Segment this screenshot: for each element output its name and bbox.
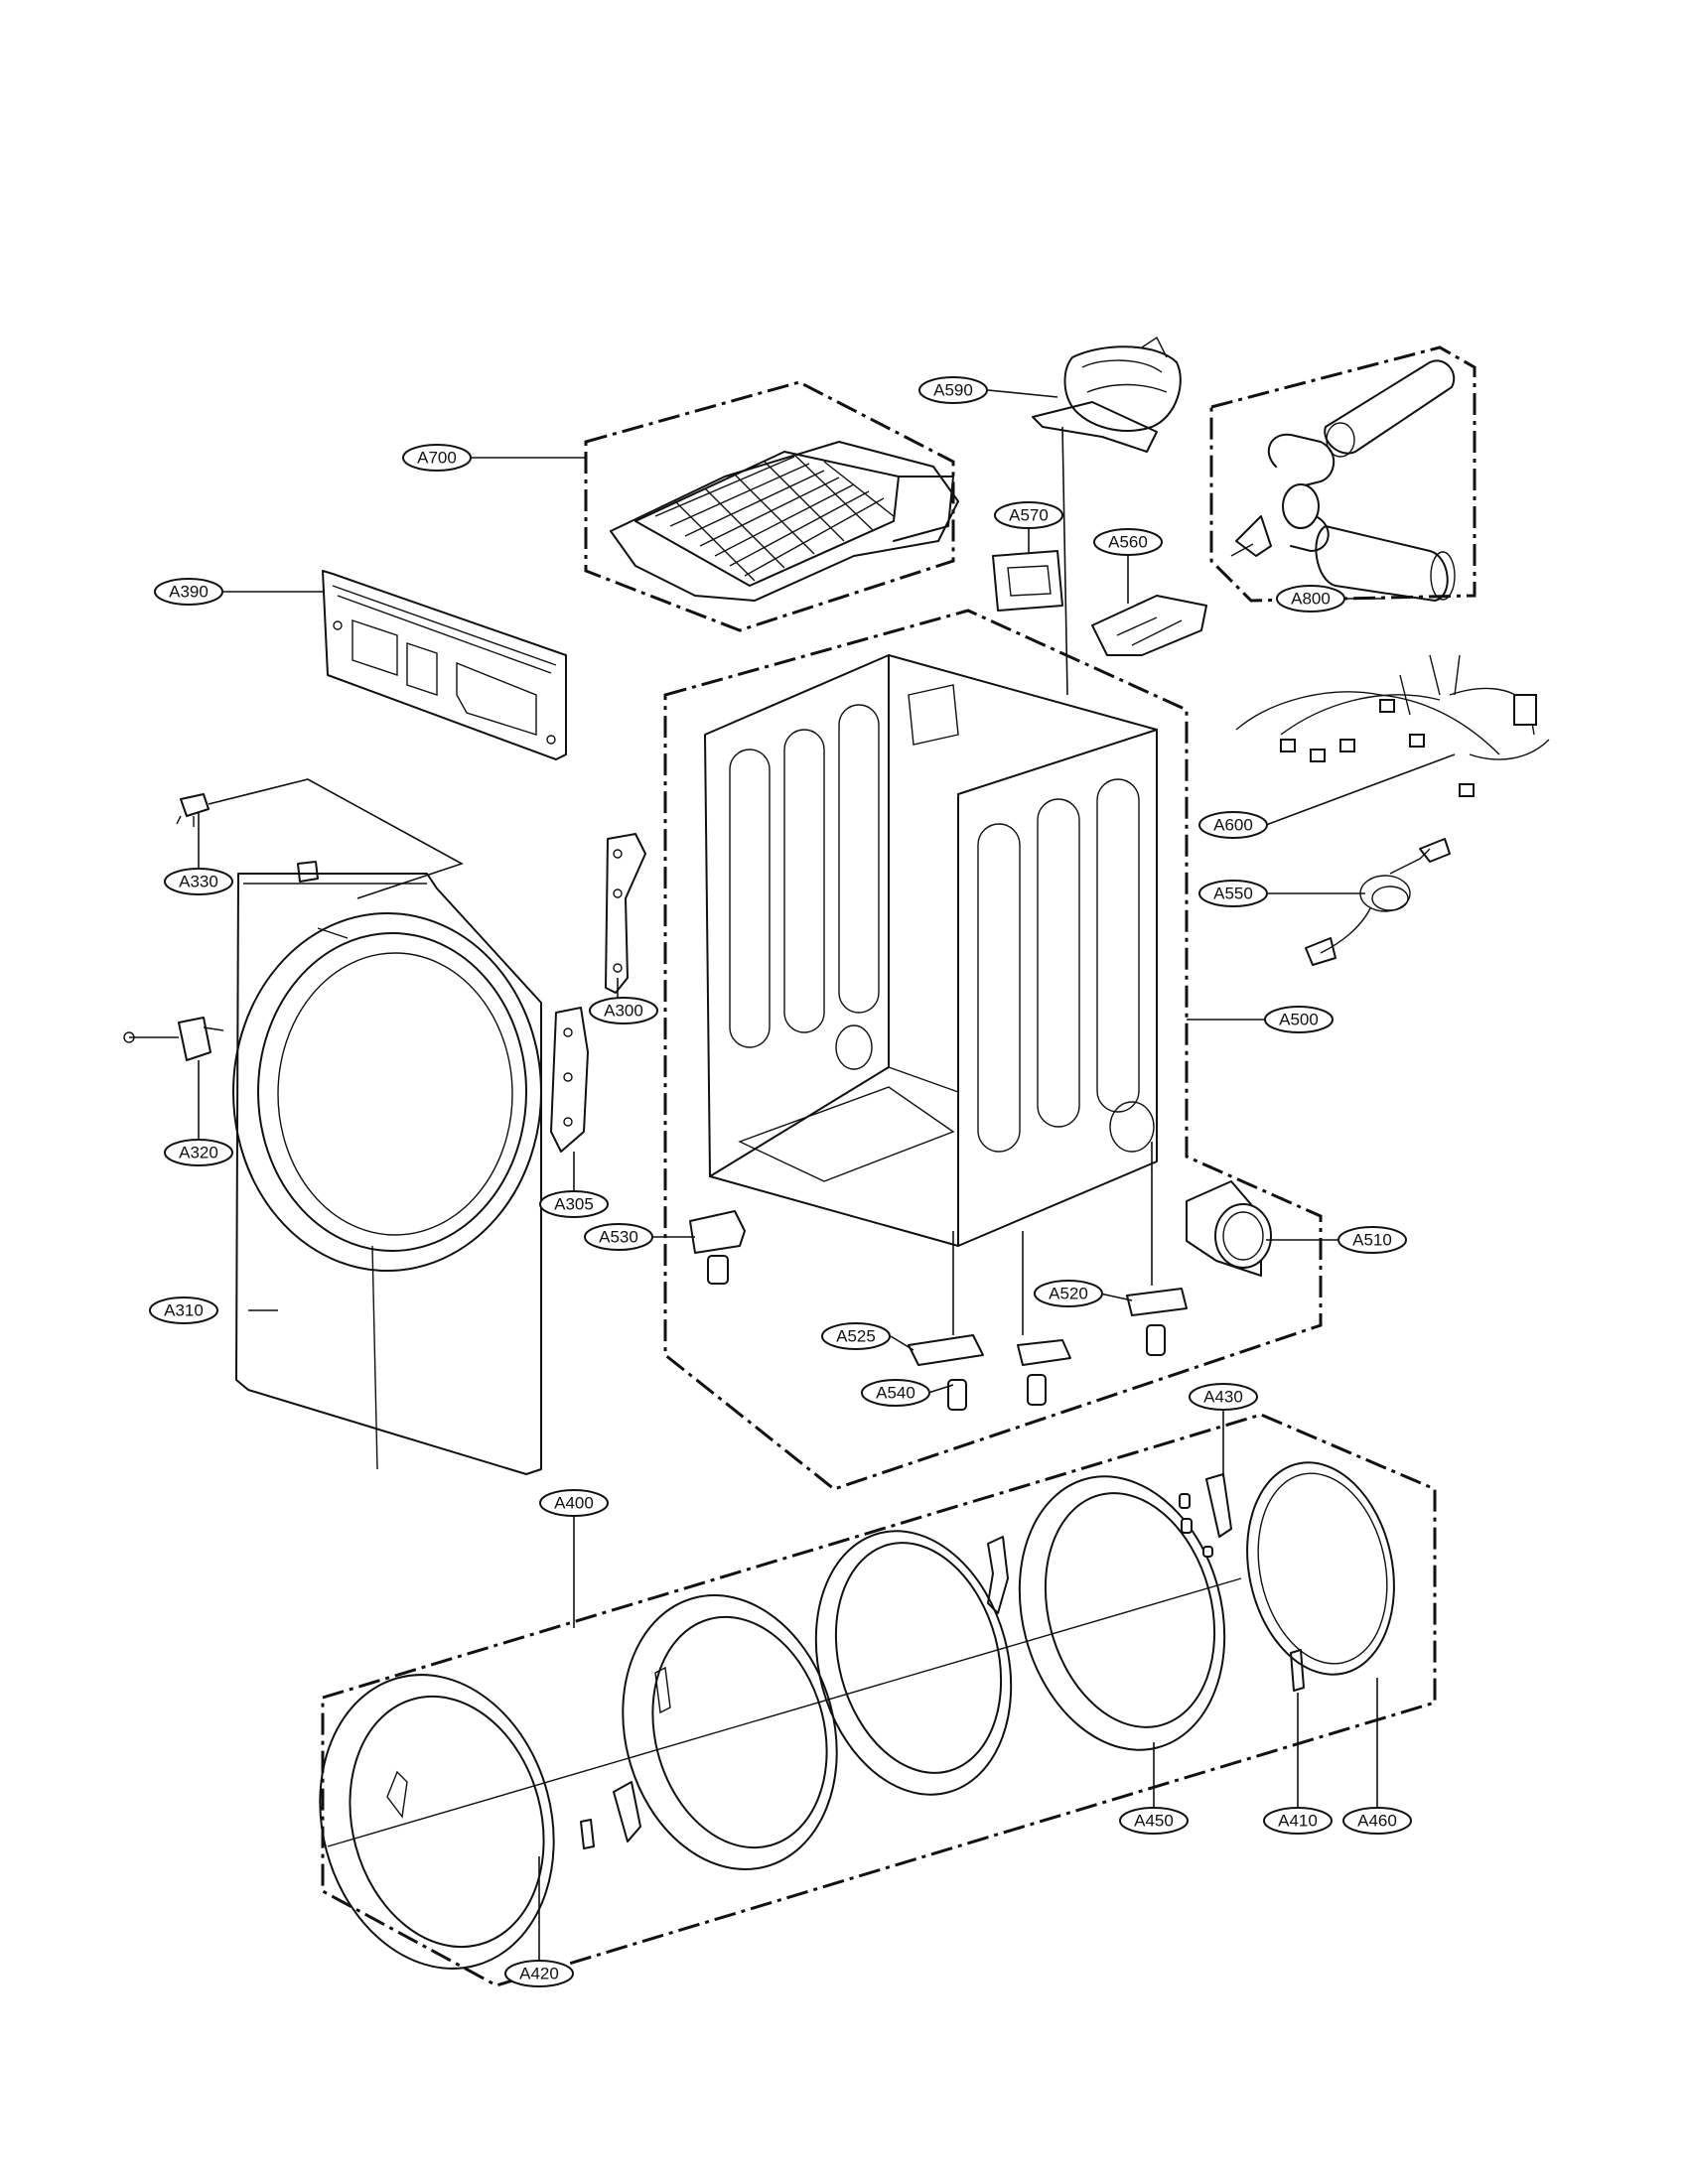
svg-text:A320: A320 <box>179 1144 218 1162</box>
control-panel-bracket <box>322 570 567 760</box>
svg-text:A570: A570 <box>1009 506 1049 525</box>
wiring-harness <box>1235 654 1550 797</box>
callout-a550: A550 <box>1198 880 1268 907</box>
callout-a510: A510 <box>1337 1226 1407 1254</box>
svg-text:A400: A400 <box>554 1494 594 1513</box>
vent-duct <box>1186 1180 1272 1277</box>
callout-a410: A410 <box>1263 1807 1333 1835</box>
svg-text:A305: A305 <box>554 1195 594 1214</box>
callout-a320: A320 <box>164 1139 233 1166</box>
svg-text:A510: A510 <box>1352 1231 1392 1250</box>
exhaust-duct-kit <box>1230 359 1456 602</box>
callout-a800: A800 <box>1276 585 1345 613</box>
svg-text:A410: A410 <box>1278 1812 1318 1831</box>
callout-a525: A525 <box>821 1322 891 1350</box>
power-cord <box>1305 838 1451 966</box>
leveling-feet-a540 <box>947 1339 1071 1411</box>
svg-text:A310: A310 <box>164 1301 204 1320</box>
callout-a390: A390 <box>154 578 223 606</box>
door-assembly <box>319 1461 1395 1970</box>
callout-a450: A450 <box>1119 1807 1189 1835</box>
leg-bracket-a525 <box>908 1334 984 1366</box>
duct-cover <box>1091 595 1207 656</box>
callout-a310: A310 <box>149 1297 218 1324</box>
svg-text:A300: A300 <box>604 1002 643 1021</box>
callout-a400: A400 <box>539 1489 609 1517</box>
callout-a300: A300 <box>589 997 658 1024</box>
group-boundary-a800 <box>1209 345 1477 603</box>
door-latch <box>123 1017 224 1061</box>
group-boundary-a500 <box>663 609 1323 1491</box>
callout-a460: A460 <box>1342 1807 1412 1835</box>
svg-text:A500: A500 <box>1279 1011 1319 1029</box>
leader-lines <box>198 389 1456 1961</box>
door-switch <box>176 793 210 827</box>
callout-a570: A570 <box>994 501 1063 529</box>
callout-a305: A305 <box>539 1190 609 1218</box>
svg-text:A525: A525 <box>836 1327 876 1346</box>
svg-text:A390: A390 <box>169 583 209 602</box>
group-boundary-a700 <box>584 380 955 632</box>
leg-bracket-a520 <box>1126 1288 1188 1356</box>
svg-text:A330: A330 <box>179 873 218 891</box>
svg-text:A450: A450 <box>1134 1812 1174 1831</box>
callout-a590: A590 <box>918 376 988 404</box>
front-panel <box>232 861 542 1475</box>
leg-bracket-a530 <box>689 1210 746 1285</box>
svg-text:A590: A590 <box>933 381 973 400</box>
svg-text:A550: A550 <box>1213 885 1253 903</box>
front-panel-bracket-lower <box>550 1007 589 1153</box>
svg-text:A420: A420 <box>519 1965 559 1983</box>
callout-a530: A530 <box>584 1223 653 1251</box>
callout-a330: A330 <box>164 868 233 895</box>
callout-a600: A600 <box>1198 811 1268 839</box>
vent-duct-part <box>1032 336 1182 453</box>
callout-a560: A560 <box>1093 528 1163 556</box>
svg-text:A700: A700 <box>417 449 457 468</box>
drying-rack <box>610 441 959 602</box>
front-panel-bracket-upper <box>605 833 646 994</box>
callout-a500: A500 <box>1264 1006 1334 1033</box>
svg-text:A520: A520 <box>1049 1285 1088 1303</box>
callout-a700: A700 <box>402 444 472 472</box>
cabinet <box>704 654 1158 1247</box>
svg-text:A600: A600 <box>1213 816 1253 835</box>
callout-a420: A420 <box>504 1960 574 1987</box>
callout-a540: A540 <box>861 1379 930 1407</box>
sensor-bracket <box>992 550 1063 612</box>
svg-text:A460: A460 <box>1357 1812 1397 1831</box>
svg-text:A530: A530 <box>599 1228 638 1247</box>
callout-a520: A520 <box>1034 1280 1103 1307</box>
svg-text:A800: A800 <box>1291 590 1331 609</box>
callout-a430: A430 <box>1189 1383 1258 1411</box>
svg-text:A540: A540 <box>876 1384 915 1403</box>
svg-text:A560: A560 <box>1108 533 1148 552</box>
svg-text:A430: A430 <box>1203 1388 1243 1407</box>
